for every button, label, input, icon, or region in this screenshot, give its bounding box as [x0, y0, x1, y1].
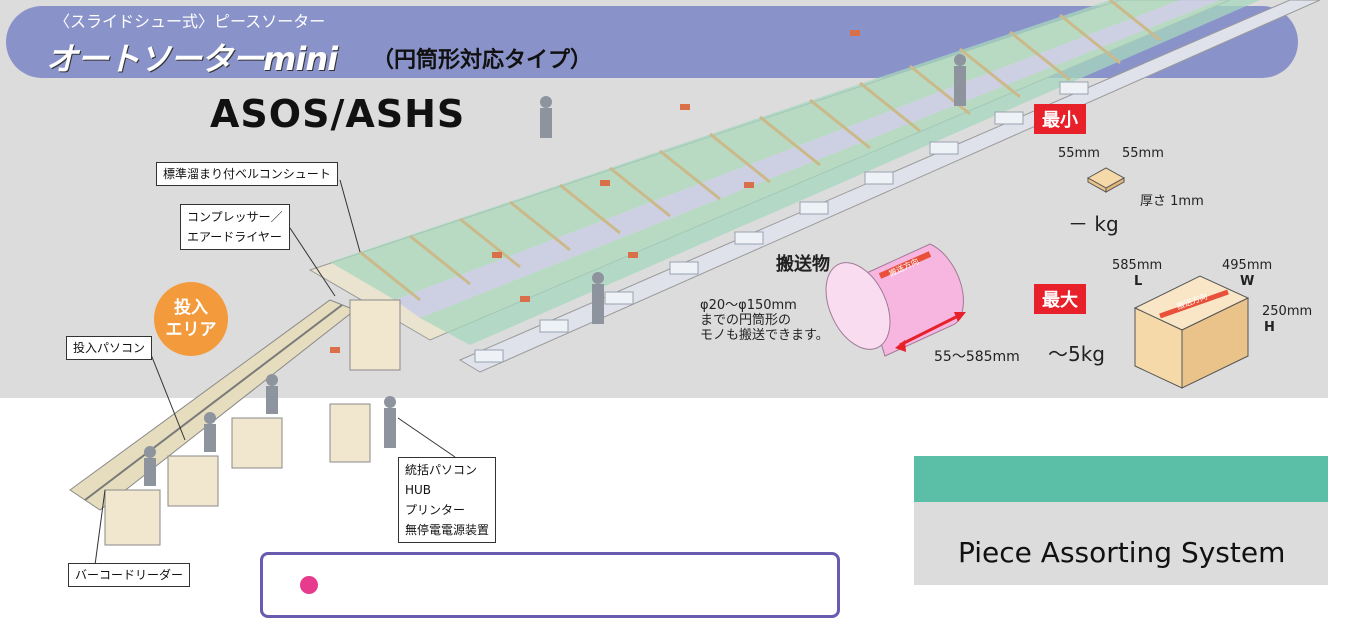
chute-callout: 標準溜まり付ベルコンシュート — [156, 162, 338, 186]
min-thickness: 厚さ 1mm — [1140, 194, 1204, 209]
max-dim-w-letter: W — [1240, 274, 1255, 289]
product-title: オートソーターmini — [46, 40, 338, 78]
min-dim-l: 55mm — [1058, 146, 1100, 161]
area-label: エリア — [165, 320, 217, 340]
air-dryer-label: エアードライヤー — [187, 230, 282, 244]
workstation-box — [104, 489, 161, 546]
transport-item-label: 搬送物 — [776, 254, 830, 275]
info-frame — [260, 552, 840, 618]
max-dim-l: 585mm — [1112, 258, 1163, 273]
sorter-illustration — [69, 0, 1321, 566]
ups-label: 無停電電源装置 — [405, 523, 490, 537]
input-area-label: 投入 — [174, 298, 208, 318]
max-box — [1133, 275, 1250, 389]
hub-label: HUB — [405, 483, 432, 497]
control-pc-label: 統括パソコン — [405, 463, 478, 477]
transport-description: φ20～φ150mm までの円筒形の モノも搬送できます。 — [700, 298, 829, 343]
max-dim-h-letter: H — [1264, 320, 1275, 335]
min-weight: － kg — [1068, 212, 1119, 236]
pas-title: Piece Assorting System — [958, 536, 1286, 569]
pas-header-band — [914, 456, 1328, 502]
max-badge: 最大 — [1034, 284, 1086, 314]
max-dim-w: 495mm — [1222, 258, 1273, 273]
min-box — [1086, 167, 1126, 193]
diameter-range: φ20～φ150mm — [700, 298, 797, 313]
compressor-callout: コンプレッサー／ エアードライヤー — [180, 204, 290, 250]
min-dim-w: 55mm — [1122, 146, 1164, 161]
max-dim-h: 250mm — [1262, 304, 1313, 319]
cylinder-item — [825, 243, 966, 357]
barcode-callout: バーコードリーダー — [68, 563, 191, 587]
control-pc-callout: 統括パソコン HUB プリンター 無停電電源装置 — [398, 457, 497, 543]
printer-label: プリンター — [405, 503, 466, 517]
product-type: （円筒形対応タイプ） — [372, 48, 593, 73]
desc-line-2: までの円筒形の — [700, 313, 792, 328]
bullet-dot — [300, 576, 318, 594]
desc-line-3: モノも搬送できます。 — [700, 328, 829, 343]
max-dim-l-letter: L — [1134, 274, 1143, 289]
min-badge: 最小 — [1034, 104, 1086, 134]
input-pc-callout: 投入パソコン — [66, 336, 153, 360]
product-subtitle: 〈スライドシュー式〉ピースソーター — [54, 12, 326, 31]
sorter-conveyor — [308, 0, 1321, 373]
max-weight: ～5kg — [1048, 342, 1106, 366]
input-area-badge: 投入 エリア — [154, 282, 228, 356]
cylinder-length: 55～585mm — [934, 349, 1020, 365]
model-name: ASOS/ASHS — [210, 92, 466, 136]
pas-panel — [914, 502, 1328, 585]
compressor-label: コンプレッサー／ — [187, 210, 283, 224]
